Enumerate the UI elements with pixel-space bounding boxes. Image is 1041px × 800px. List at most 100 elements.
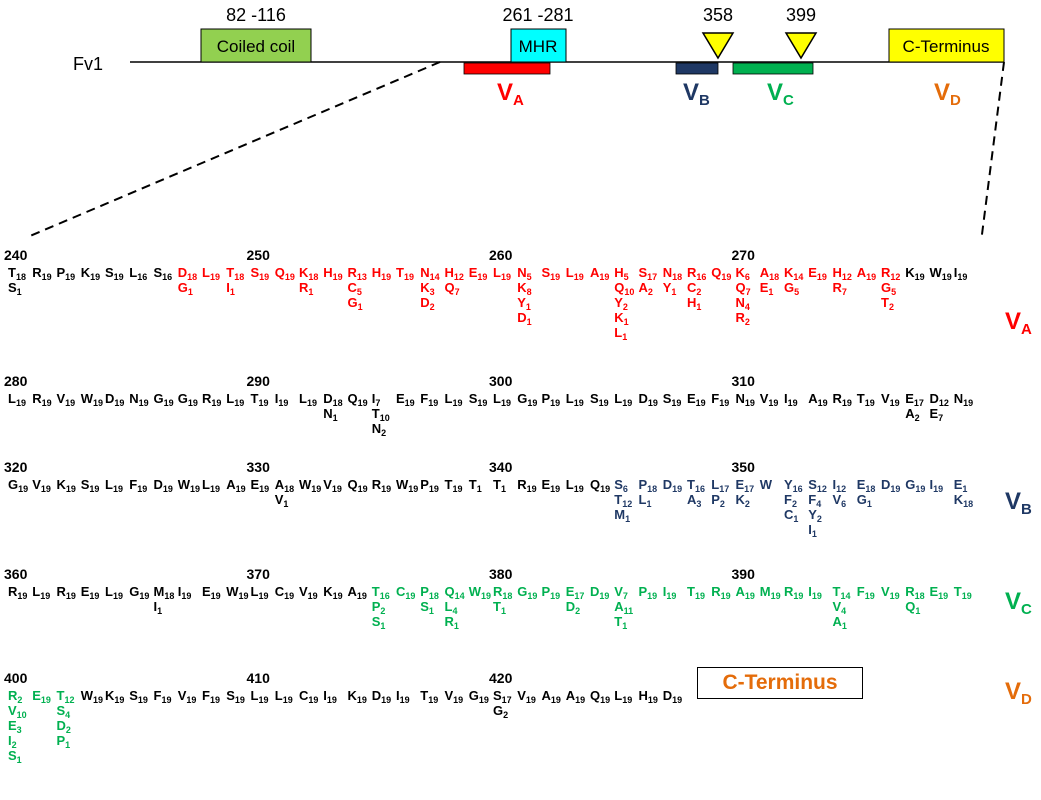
- residue-variant: D19: [371, 688, 392, 705]
- residue-variant: H12: [444, 265, 464, 282]
- residue-variant: A19: [541, 688, 561, 705]
- residue-variant: N4: [735, 295, 750, 312]
- residue-column: L19: [251, 584, 269, 601]
- residue-variant: K18: [953, 492, 974, 509]
- residue-variant: F19: [856, 584, 875, 601]
- residue-variant: G5: [784, 280, 800, 297]
- residue-variant: A19: [735, 584, 755, 601]
- residue-variant: V4: [832, 599, 847, 616]
- residue-variant: F2: [784, 492, 797, 509]
- residue-variant: V19: [32, 477, 51, 494]
- residue-variant: A19: [226, 477, 246, 494]
- residue-variant: T19: [856, 391, 875, 408]
- vc-region-label: VC: [767, 79, 794, 109]
- residue-variant: I19: [662, 584, 677, 601]
- residue-column: I19: [930, 477, 944, 494]
- marker-399-triangle: [784, 32, 818, 60]
- residue-variant: R16: [687, 265, 707, 282]
- residue-column: S19: [590, 391, 609, 408]
- residue-variant: S19: [590, 391, 609, 408]
- residue-column: V19: [760, 391, 779, 408]
- residue-variant: T1: [493, 477, 506, 494]
- residue-variant: L19: [202, 477, 220, 494]
- residue-variant: D19: [153, 477, 173, 494]
- residue-column: N19: [736, 391, 755, 408]
- residue-variant: S19: [80, 477, 100, 494]
- residue-variant: E19: [202, 584, 221, 601]
- residue-column: H19: [372, 265, 391, 282]
- residue-column: P19: [57, 265, 76, 282]
- residue-variant: K2: [735, 492, 750, 509]
- residue-variant: R1: [444, 614, 459, 631]
- residue-variant: S1: [8, 748, 22, 765]
- residue-variant: K14: [784, 265, 804, 282]
- residue-variant: K6: [735, 265, 750, 282]
- residue-variant: T1: [468, 477, 482, 494]
- residue-variant: L19: [105, 584, 123, 601]
- residue-variant: E19: [250, 477, 270, 494]
- residue-variant: R1: [299, 280, 314, 297]
- residue-variant: S1: [8, 280, 22, 297]
- residue-column: C19: [275, 584, 294, 601]
- residue-variant: F19: [129, 477, 148, 494]
- residue-variant: T19: [420, 688, 439, 705]
- residue-variant: G19: [8, 477, 29, 494]
- residue-variant: V1: [274, 492, 289, 509]
- residue-variant: Q14: [444, 584, 465, 601]
- residue-variant: W19: [929, 265, 952, 282]
- mhr-label: MHR: [519, 37, 558, 56]
- residue-variant: H5: [614, 265, 629, 282]
- residue-variant: Y2: [614, 295, 628, 312]
- residue-column: R19: [833, 391, 852, 408]
- residue-variant: I12: [832, 477, 847, 494]
- residue-variant: L1: [638, 492, 652, 509]
- residue-variant: N14: [420, 265, 440, 282]
- residue-column: Q19: [590, 688, 610, 705]
- residue-variant: R19: [371, 477, 392, 494]
- residue-variant: W19: [80, 391, 104, 408]
- residue-variant: H12: [832, 265, 852, 282]
- row-region-label: VB: [1005, 488, 1032, 518]
- residue-variant: C2: [687, 280, 702, 297]
- residue-variant: H1: [687, 295, 702, 312]
- residue-column: V19: [57, 391, 76, 408]
- residue-column: G19: [129, 584, 149, 601]
- vc-bar: [732, 62, 814, 75]
- residue-variant: R18: [905, 584, 925, 601]
- residue-column: R19: [32, 265, 51, 282]
- residue-column: K19: [323, 584, 342, 601]
- residue-variant: S12: [808, 477, 827, 494]
- residue-variant: Y16: [784, 477, 803, 494]
- residue-column: E19: [396, 391, 415, 408]
- residue-variant: I19: [784, 391, 798, 408]
- residue-variant: S17: [638, 265, 658, 282]
- residue-column: A19: [590, 265, 609, 282]
- residue-variant: L19: [274, 688, 293, 705]
- residue-column: S16: [154, 265, 173, 282]
- residue-column: Q19: [274, 265, 295, 282]
- residue-column: V19: [323, 477, 342, 494]
- position-number: 310: [731, 373, 755, 389]
- residue-variant: A18: [759, 265, 780, 282]
- coiled-coil-domain: [200, 28, 312, 63]
- residue-column: P19: [542, 584, 561, 601]
- residue-column: L19: [105, 477, 123, 494]
- residue-variant: Q7: [444, 280, 460, 297]
- residue-variant: R19: [202, 391, 222, 408]
- residue-variant: E1: [759, 280, 774, 297]
- residue-column: S19: [542, 265, 561, 282]
- residue-variant: Q19: [274, 265, 295, 282]
- residue-variant: I19: [323, 688, 337, 705]
- residue-column: R19: [784, 584, 803, 601]
- residue-variant: G1: [177, 280, 193, 297]
- residue-variant: I19: [274, 391, 289, 408]
- residue-variant: Q19: [347, 477, 368, 494]
